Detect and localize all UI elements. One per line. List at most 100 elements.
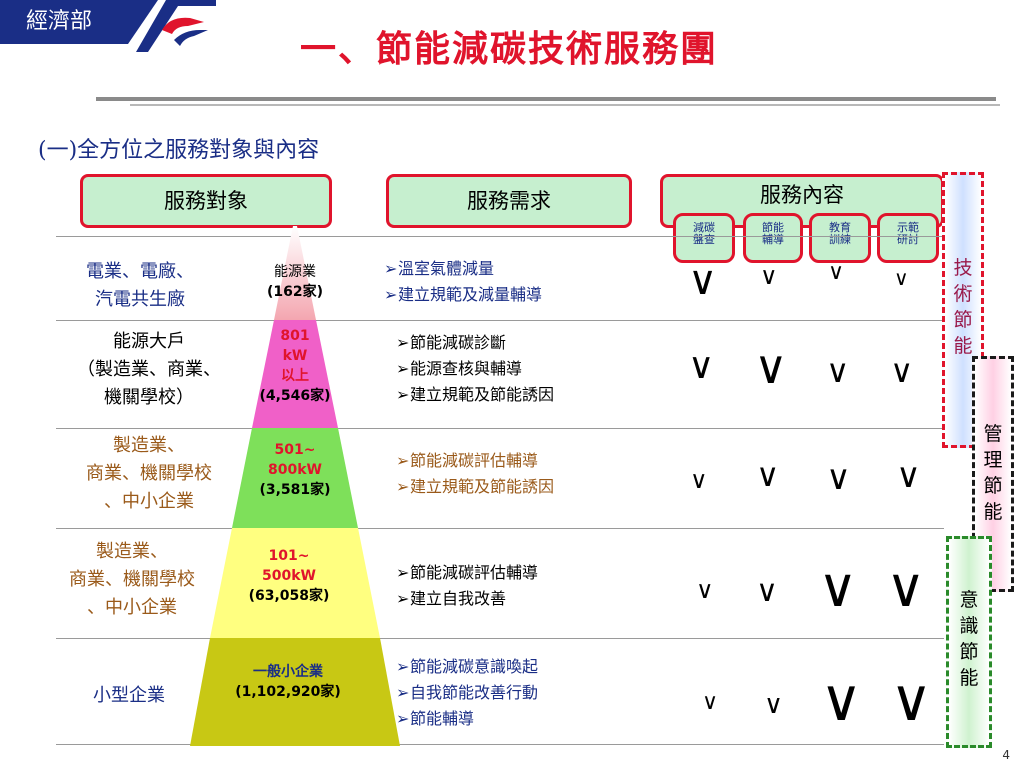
service-education-training: 教育訓練 <box>809 213 871 263</box>
needs-row-1: ➢溫室氣體減量 ➢建立規範及減量輔導 <box>384 256 542 308</box>
target-line: 機關學校） <box>104 387 194 408</box>
need-item: ➢節能減碳評估輔導 <box>396 563 539 582</box>
side-label-char: 能 <box>983 501 1003 523</box>
check-mark: ∨ <box>756 456 780 494</box>
target-line: 、中小企業 <box>87 597 177 618</box>
title-divider <box>96 97 996 101</box>
segment-line: 500kW <box>262 568 316 584</box>
need-text: 自我節能改善行動 <box>410 683 539 702</box>
side-label-char: 技 <box>953 257 973 279</box>
need-item: ➢建立規範及節能誘因 <box>396 477 555 496</box>
need-text: 溫室氣體減量 <box>398 259 495 278</box>
service-label-line: 節能 <box>762 221 784 234</box>
need-item: ➢節能減碳意識喚起 <box>396 657 539 676</box>
needs-row-3: ➢節能減碳評估輔導 ➢建立規範及節能誘因 <box>396 448 554 500</box>
need-text: 建立規範及節能誘因 <box>410 385 555 404</box>
need-item: ➢節能輔導 <box>396 709 475 728</box>
need-text: 節能減碳診斷 <box>410 333 507 352</box>
section-subtitle: (一)全方位之服務對象與內容 <box>38 138 320 163</box>
check-mark: ∨ <box>894 266 909 290</box>
check-mark: ∨ <box>890 666 933 734</box>
target-row-2: 能源大戶 （製造業、商業、 機關學校） <box>44 328 254 412</box>
target-line: 小型企業 <box>93 685 165 706</box>
need-item: ➢自我節能改善行動 <box>396 683 539 702</box>
check-mark: ∨ <box>886 556 926 619</box>
need-item: ➢溫室氣體減量 <box>384 259 495 278</box>
segment-row-1: 能源業 (162家) <box>240 262 350 302</box>
check-mark: ∨ <box>756 574 778 609</box>
check-mark: ∨ <box>820 666 863 734</box>
need-item: ➢建立自我改善 <box>396 589 507 608</box>
segment-row-5: 一般小企業 (1,102,920家) <box>218 662 358 702</box>
side-label-char: 能 <box>959 667 979 689</box>
target-line: 製造業、 <box>96 541 168 562</box>
need-item: ➢節能減碳診斷 <box>396 333 507 352</box>
segment-line: 501~ <box>274 442 316 458</box>
pyramid-tier-3 <box>232 428 358 528</box>
side-label-management: 管理節能 <box>972 356 1014 592</box>
segment-line: 一般小企業 <box>253 664 323 680</box>
target-line: 商業、機關學校 <box>69 569 195 590</box>
segment-line: (4,546家) <box>259 388 331 404</box>
segment-line: 能源業 <box>274 264 316 280</box>
target-line: 商業、機關學校 <box>86 463 212 484</box>
check-mark: ∨ <box>760 262 778 290</box>
check-mark: ∨ <box>828 260 845 285</box>
service-label-line: 示範 <box>897 221 919 234</box>
service-energy-guidance: 節能輔導 <box>743 213 803 263</box>
segment-row-3: 501~ 800kW (3,581家) <box>240 440 350 500</box>
check-mark: ∨ <box>826 352 850 390</box>
target-line: （製造業、商業、 <box>77 359 221 380</box>
row-divider <box>56 528 944 529</box>
side-label-char: 節 <box>959 641 979 663</box>
side-label-char: 術 <box>953 283 973 305</box>
target-line: 製造業、 <box>113 435 185 456</box>
segment-line: kW <box>282 348 308 364</box>
check-mark: ∨ <box>690 466 708 494</box>
side-label-char: 節 <box>983 475 1003 497</box>
check-mark: ∨ <box>688 346 715 387</box>
service-carbon-inventory: 減碳盤查 <box>673 213 735 263</box>
segment-line: 以上 <box>281 368 309 384</box>
check-mark: ∨ <box>688 258 718 304</box>
pyramid-tier-2 <box>252 320 338 428</box>
row-divider <box>56 320 944 321</box>
segment-row-2: 801 kW 以上 (4,546家) <box>240 326 350 406</box>
row-divider <box>56 744 944 745</box>
need-text: 節能減碳評估輔導 <box>410 563 539 582</box>
check-mark: ∨ <box>702 690 719 715</box>
segment-line: 801 <box>280 328 310 344</box>
check-mark: ∨ <box>696 576 714 604</box>
column-header-need: 服務需求 <box>386 174 632 228</box>
check-mark: ∨ <box>896 456 921 496</box>
service-demo-seminar: 示範研討 <box>877 213 939 263</box>
segment-row-4: 101~ 500kW (63,058家) <box>234 546 344 606</box>
segment-line: (162家) <box>266 284 324 300</box>
customer-pyramid <box>190 226 400 746</box>
side-label-char: 節 <box>953 309 973 331</box>
side-label-char: 識 <box>959 615 979 637</box>
column-header-target: 服務對象 <box>80 174 332 228</box>
need-text: 能源查核與輔導 <box>410 359 523 378</box>
target-line: 汽電共生廠 <box>95 289 185 310</box>
pyramid-tier-1 <box>274 226 316 320</box>
service-label-line: 減碳 <box>693 221 715 234</box>
target-row-4: 製造業、 商業、機關學校 、中小企業 <box>32 538 232 622</box>
segment-line: (63,058家) <box>248 588 330 604</box>
ministry-logo-label: 經濟部 <box>0 0 118 44</box>
check-mark: ∨ <box>754 340 788 394</box>
side-label-char: 意 <box>959 589 979 611</box>
check-mark: ∨ <box>826 458 851 498</box>
check-mark: ∨ <box>818 556 858 619</box>
target-line: 電業、電廠、 <box>86 261 194 282</box>
ministry-logo-icon <box>118 0 216 52</box>
need-text: 節能輔導 <box>410 709 475 728</box>
target-row-3: 製造業、 商業、機關學校 、中小企業 <box>44 432 254 516</box>
row-divider <box>56 428 944 429</box>
needs-row-5: ➢節能減碳意識喚起 ➢自我節能改善行動 ➢節能輔導 <box>396 654 538 732</box>
row-divider <box>56 236 944 237</box>
side-label-awareness: 意識節能 <box>946 536 992 748</box>
page-number: 4 <box>1002 748 1010 762</box>
need-text: 節能減碳意識喚起 <box>410 657 539 676</box>
title-divider-thin <box>130 104 1000 106</box>
